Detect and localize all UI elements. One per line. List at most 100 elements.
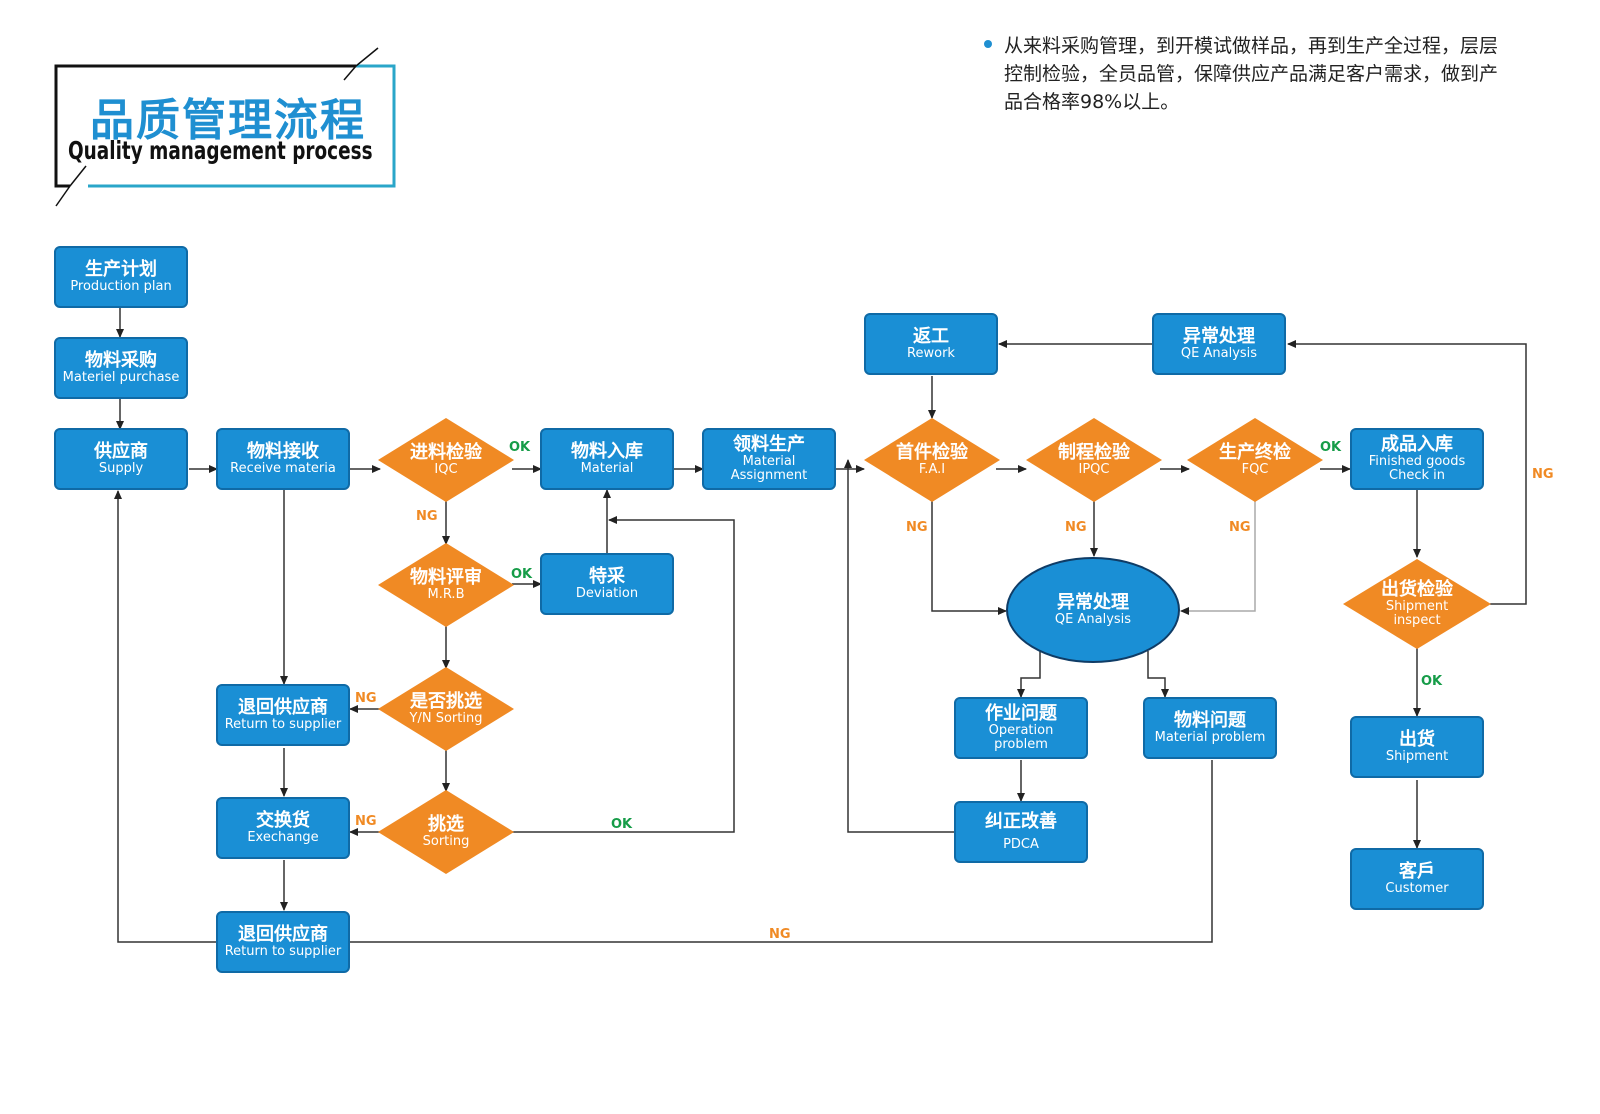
node-label-cn: 生产终检: [1219, 442, 1291, 463]
node-label-en: Y/N Sorting: [409, 711, 483, 726]
node-label-cn: 首件检验: [896, 442, 968, 463]
node-ipqc: 制程检验 IPQC: [1026, 418, 1162, 502]
node-label-cn: 作业问题: [985, 703, 1057, 724]
node-label-en: QE Analysis: [1054, 612, 1132, 627]
node-production-plan: 生产计划 Production plan: [54, 246, 188, 308]
node-label-en: Materiel purchase: [62, 370, 180, 385]
node-label-cn: 生产计划: [85, 259, 157, 280]
ok-label: OK: [511, 567, 533, 582]
node-label-cn: 物料采购: [85, 350, 157, 371]
node-label-cn: 物料入库: [571, 441, 643, 462]
ng-label: NG: [906, 520, 928, 535]
node-qe-analysis-top: 异常处理 QE Analysis: [1152, 313, 1286, 375]
node-return-supplier-1: 退回供应商 Return to supplier: [216, 684, 350, 746]
page-title: 品质管理流程: [90, 95, 366, 146]
node-label-en: Operation problem: [988, 723, 1054, 752]
title-frame: [54, 47, 396, 207]
bullet-icon: [984, 40, 992, 48]
node-return-supplier-2: 退回供应商 Return to supplier: [216, 911, 350, 973]
node-material-in: 物料入库 Material: [540, 428, 674, 490]
node-label-en: Rework: [907, 346, 955, 361]
ng-label: NG: [355, 691, 377, 706]
node-label-cn: 挑选: [428, 814, 464, 835]
ng-label: NG: [1065, 520, 1087, 535]
node-label-en: Material: [580, 461, 634, 476]
node-supply: 供应商 Supply: [54, 428, 188, 490]
ng-label: NG: [769, 927, 791, 942]
page-subtitle: Quality management process: [68, 136, 373, 165]
node-fai: 首件检验 F.A.I: [864, 418, 1000, 502]
node-label-cn: 出货检验: [1381, 579, 1453, 600]
node-label-en: Receive materia: [230, 461, 336, 476]
node-label-en: FQC: [1241, 462, 1269, 477]
node-label-cn: 出货: [1399, 729, 1435, 750]
node-label-cn: 特采: [589, 566, 625, 587]
note-text: 从来料采购管理，到开模试做样品，再到生产全过程，层层控制检验，全员品管，保障供应…: [1004, 35, 1499, 113]
node-shipment: 出货 Shipment: [1350, 716, 1484, 778]
node-mrb: 物料评审 M.R.B: [378, 543, 514, 627]
node-label-en: Shipment: [1385, 749, 1449, 764]
node-material-assignment: 领料生产 Material Assignment: [702, 428, 836, 490]
node-label-cn: 物料接收: [247, 441, 319, 462]
node-label-cn: 退回供应商: [238, 697, 328, 718]
node-label-en: Sorting: [422, 834, 470, 849]
node-label-en: Finished goods Check in: [1368, 454, 1466, 483]
node-finished-goods: 成品入库 Finished goods Check in: [1350, 428, 1484, 490]
node-label-en: Supply: [98, 461, 144, 476]
ok-label: OK: [1320, 440, 1342, 455]
node-operation-problem: 作业问题 Operation problem: [954, 697, 1088, 759]
node-yn-sorting: 是否挑选 Y/N Sorting: [378, 667, 514, 751]
node-label-en: F.A.I: [918, 462, 946, 477]
node-label-en: M.R.B: [427, 587, 465, 602]
node-qe-analysis-center: 异常处理 QE Analysis: [1006, 557, 1180, 663]
node-label-en: Return to supplier: [224, 717, 342, 732]
node-label-cn: 领料生产: [733, 434, 805, 455]
node-label-en: Material problem: [1154, 730, 1266, 745]
node-label-en: Material Assignment: [730, 454, 808, 483]
node-pdca: 纠正改善 PDCA: [954, 801, 1088, 863]
node-label-cn: 纠正改善: [985, 811, 1057, 832]
node-label-cn: 进料检验: [410, 442, 482, 463]
node-label-cn: 退回供应商: [238, 924, 328, 945]
node-material-problem: 物料问题 Material problem: [1143, 697, 1277, 759]
ng-label: NG: [1532, 467, 1554, 482]
node-rework: 返工 Rework: [864, 313, 998, 375]
node-label-en: Shipment inspect: [1385, 599, 1449, 628]
node-sorting: 挑选 Sorting: [378, 790, 514, 874]
node-materiel-purchase: 物料采购 Materiel purchase: [54, 337, 188, 399]
node-label-cn: 成品入库: [1381, 434, 1453, 455]
ng-label: NG: [416, 509, 438, 524]
node-exchange: 交换货 Exechange: [216, 797, 350, 859]
node-label-cn: 制程检验: [1058, 442, 1130, 463]
node-label-en: IQC: [434, 462, 458, 477]
node-label-cn: 异常处理: [1183, 326, 1255, 347]
node-deviation: 特采 Deviation: [540, 553, 674, 615]
node-label-cn: 物料评审: [410, 567, 482, 588]
node-label-cn: 客戶: [1399, 861, 1435, 882]
node-label-cn: 交换货: [256, 810, 310, 831]
node-label-cn: 是否挑选: [410, 691, 482, 712]
node-fqc: 生产终检 FQC: [1187, 418, 1323, 502]
node-label-en: Customer: [1385, 881, 1449, 896]
ok-label: OK: [611, 817, 633, 832]
ok-label: OK: [509, 440, 531, 455]
node-label-cn: 物料问题: [1174, 710, 1246, 731]
node-shipment-inspect: 出货检验 Shipment inspect: [1343, 559, 1491, 649]
node-label-cn: 返工: [913, 326, 949, 347]
ok-label: OK: [1421, 674, 1443, 689]
node-label-en: QE Analysis: [1180, 346, 1258, 361]
node-label-en: Exechange: [247, 830, 319, 845]
node-label-en: Production plan: [70, 279, 172, 294]
node-customer: 客戶 Customer: [1350, 848, 1484, 910]
node-iqc: 进料检验 IQC: [378, 418, 514, 502]
node-label-en: Deviation: [575, 586, 639, 601]
ng-label: NG: [355, 814, 377, 829]
node-label-en: PDCA: [1003, 837, 1039, 852]
node-label-cn: 供应商: [94, 441, 148, 462]
node-receive-materia: 物料接收 Receive materia: [216, 428, 350, 490]
node-label-en: IPQC: [1078, 462, 1110, 477]
node-label-cn: 异常处理: [1057, 592, 1129, 613]
ng-label: NG: [1229, 520, 1251, 535]
